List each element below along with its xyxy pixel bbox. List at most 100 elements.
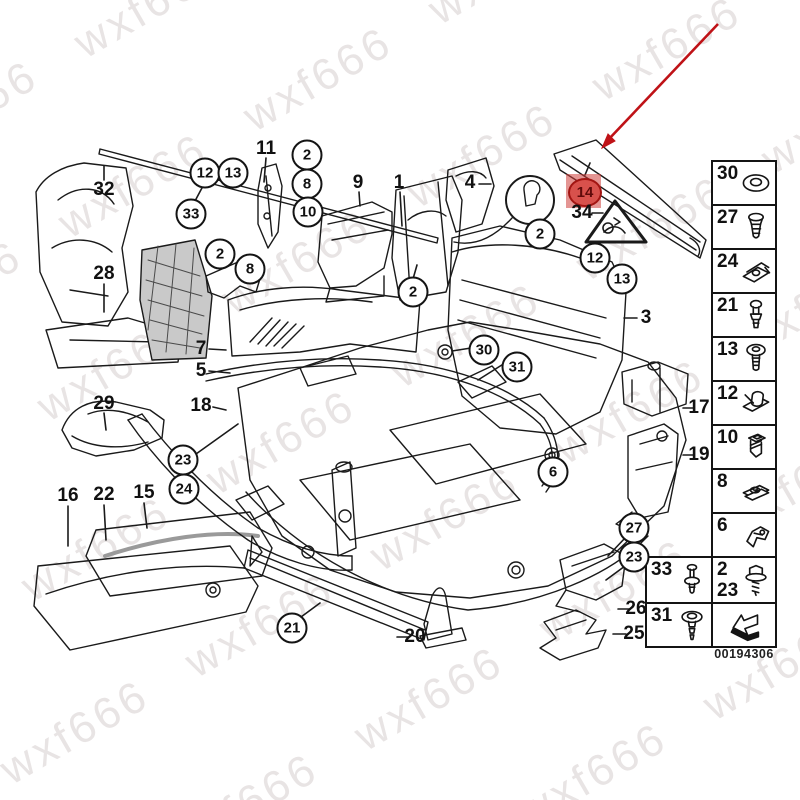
part-label-20: 20 — [404, 626, 426, 647]
part-label-22: 22 — [93, 484, 115, 505]
part-label-26: 26 — [625, 598, 647, 619]
sidebar-box-33: 33 — [645, 556, 713, 604]
callout-circle-8: 8 — [291, 168, 323, 200]
part-label-29: 29 — [93, 393, 115, 414]
part-label-34: 34 — [571, 202, 593, 223]
fastener-magnifier — [453, 175, 555, 244]
highlight-14-callout: 14 — [568, 178, 602, 207]
part-5-edge-strip — [205, 358, 559, 493]
sidebar-box-6: 6 — [711, 512, 777, 558]
sidebar-number: 27 — [717, 207, 739, 228]
sidebar-number: 8 — [717, 471, 728, 492]
part-label-11: 11 — [255, 138, 277, 159]
clip-nut-plate-icon — [742, 262, 771, 283]
red-pointer-arrow — [600, 23, 719, 150]
part-label-28: 28 — [93, 263, 115, 284]
sidebar-box-arrow — [711, 602, 777, 648]
sidebar-box-31: 31 — [645, 602, 713, 648]
expanding-nut-icon — [747, 433, 766, 458]
part-32-rod — [98, 148, 439, 244]
callout-circle-13: 13 — [217, 157, 249, 189]
part-label-32: 32 — [93, 179, 115, 200]
body-screw-icon — [746, 343, 766, 372]
part-label-9: 9 — [352, 172, 364, 193]
sidebar-box-27: 27 — [711, 204, 777, 250]
edge-clip-icon — [746, 526, 770, 548]
part-4-shield — [445, 157, 495, 233]
sidebar-number: 10 — [717, 427, 739, 448]
part-label-15: 15 — [133, 482, 155, 503]
callout-circle-12: 12 — [579, 242, 611, 274]
callout-circle-2: 2 — [204, 238, 236, 270]
warning-triangle-icon — [584, 199, 648, 244]
sidebar-box-10: 10 — [711, 424, 777, 470]
part-label-7: 7 — [195, 338, 207, 359]
sidebar-number: 24 — [717, 251, 739, 272]
part-14-sill-strip — [553, 139, 707, 259]
sidebar-box-30: 30 — [711, 160, 777, 206]
part-29-cover — [61, 400, 165, 457]
sidebar-number: 33 — [651, 559, 673, 580]
callout-circle-27: 27 — [618, 512, 650, 544]
part-label-5: 5 — [195, 360, 207, 381]
part-21-spoiler-strip — [243, 535, 429, 641]
part-1-side-panel — [391, 175, 463, 301]
part-label-25: 25 — [623, 623, 645, 644]
blind-rivet-icon — [683, 563, 701, 594]
highlight-14-square: 14 — [566, 174, 602, 208]
sidebar-number: 23 — [717, 580, 739, 601]
clip-nut-icon — [742, 390, 770, 412]
callout-circle-10: 10 — [292, 196, 324, 228]
sidebar-box-13: 13 — [711, 336, 777, 382]
part-25-bracket — [539, 609, 607, 661]
leader-lines — [67, 157, 694, 638]
sidebar-number: 31 — [651, 605, 673, 626]
part-label-3: 3 — [640, 307, 652, 328]
part-26-bracket — [555, 543, 627, 613]
speed-nut-icon — [742, 484, 770, 501]
sidebar-box-24: 24 — [711, 248, 777, 294]
callout-circle-23: 23 — [167, 444, 199, 476]
expansion-rivet-icon — [747, 212, 765, 239]
part-28-arch-liner — [35, 162, 213, 369]
diagram-id: 00194306 — [714, 647, 774, 661]
callout-circle-31: 31 — [501, 351, 533, 383]
part-label-4: 4 — [464, 172, 476, 193]
callout-circle-12: 12 — [189, 157, 221, 189]
part-6-underbody-panel — [237, 321, 687, 611]
callout-circle-24: 24 — [168, 473, 200, 505]
sidebar-number: 6 — [717, 515, 728, 536]
direction-arrow-icon — [730, 614, 760, 642]
callout-circle-2: 2 — [397, 276, 429, 308]
part-20-bracket — [419, 587, 467, 649]
part-15-16-22-sill-strips — [33, 511, 273, 651]
sidebar-number: 30 — [717, 163, 739, 184]
part-17-bracket — [621, 361, 689, 417]
sidebar-box-8: 8 — [711, 468, 777, 514]
part-11-strut — [257, 163, 283, 249]
sidebar-number: 2 — [717, 559, 728, 580]
callout-circle-23: 23 — [618, 541, 650, 573]
sidebar-box-21: 21 — [711, 292, 777, 338]
sidebar-number: 13 — [717, 339, 739, 360]
sidebar-number: 21 — [717, 295, 739, 316]
washer-grommet-icon — [742, 174, 770, 192]
callout-circle-2: 2 — [524, 218, 556, 250]
sidebar-number: 12 — [717, 383, 739, 404]
callout-circle-21: 21 — [276, 612, 308, 644]
part-9-bracket — [317, 201, 393, 303]
callout-circle-33: 33 — [175, 198, 207, 230]
part-label-19: 19 — [688, 444, 710, 465]
part-label-16: 16 — [57, 485, 79, 506]
sidebar-box-12: 12 — [711, 380, 777, 426]
sealing-grommet-icon — [681, 610, 703, 641]
part-7-shield — [227, 286, 421, 357]
callout-circle-8: 8 — [234, 253, 266, 285]
callout-circle-13: 13 — [606, 263, 638, 295]
callout-circle-6: 6 — [537, 456, 569, 488]
part-label-18: 18 — [190, 395, 212, 416]
callout-circle-30: 30 — [468, 334, 500, 366]
